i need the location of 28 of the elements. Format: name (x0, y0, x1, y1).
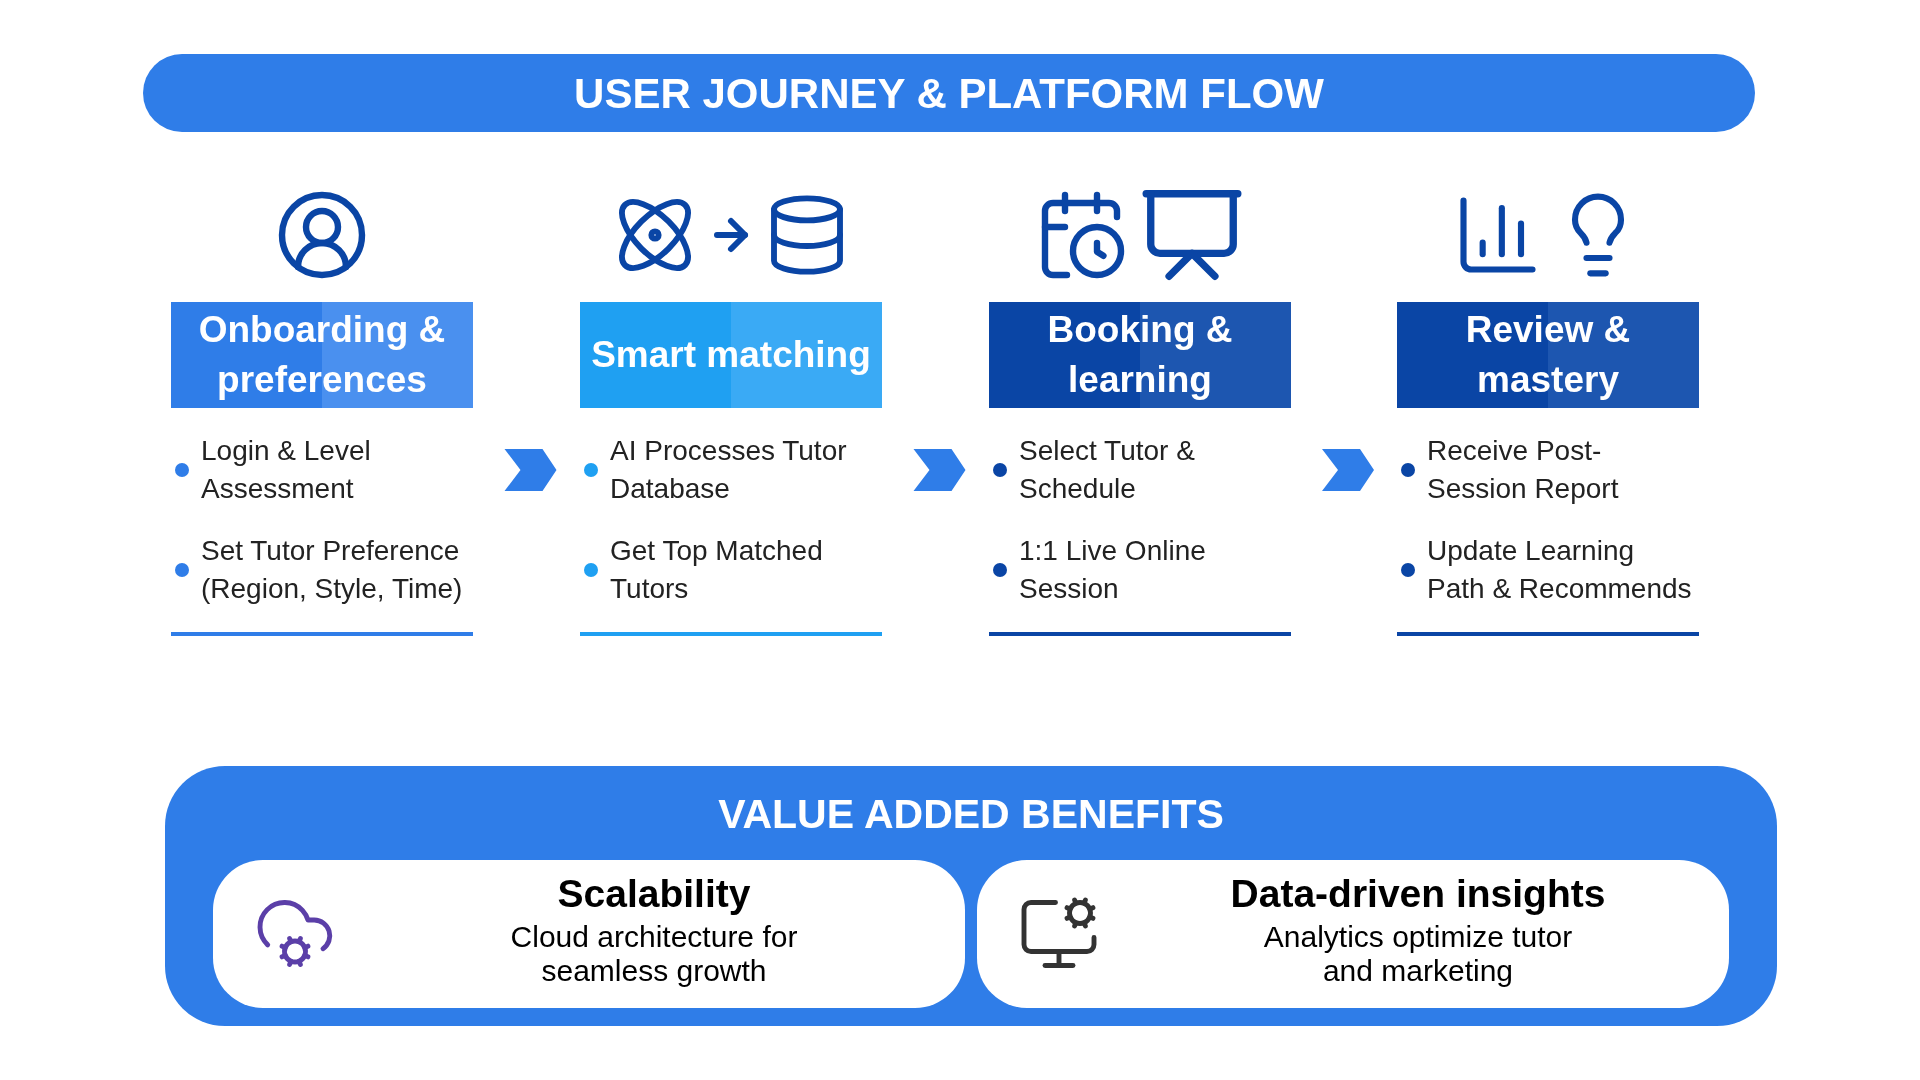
chevron-arrow (1322, 449, 1374, 491)
chevron-arrow (504, 449, 557, 491)
benefit-card (213, 860, 965, 1008)
card-heading: Data-driven insights (1230, 871, 1606, 917)
card-heading: Scalability (557, 871, 751, 917)
bullet-text: Get Top Matched Tutors (610, 534, 824, 606)
bullet-text: Login & Level Assessment (201, 434, 372, 506)
step-column (1397, 302, 1699, 636)
step-header: Onboarding & preferences (171, 302, 473, 408)
benefits-panel (165, 766, 1777, 1026)
bullet-text: Set Tutor Preference (Region, Style, Time) (201, 534, 464, 606)
step-header: Review & mastery (1397, 302, 1699, 408)
bullet-text: AI Processes Tutor Database (610, 434, 848, 506)
chevron-arrow (913, 449, 966, 491)
bullet-text: 1:1 Live Online Session (1019, 534, 1207, 606)
title-banner: USER JOURNEY & PLATFORM FLOW (143, 54, 1755, 132)
step-column (989, 302, 1291, 636)
step-header: Booking & learning (989, 302, 1291, 408)
step-header: Smart matching (580, 302, 882, 408)
bullet-text: Select Tutor & Schedule (1019, 434, 1196, 506)
card-body: Analytics optimize tutor and marketing (1262, 920, 1574, 988)
step-column (171, 302, 473, 636)
bullet-text: Update Learning Path & Recommends (1427, 534, 1693, 606)
card-body: Cloud architecture for seamless growth (509, 920, 799, 988)
panel-heading: VALUE ADDED BENEFITS (717, 790, 1225, 839)
bullet-text: Receive Post-Session Report (1427, 434, 1620, 506)
step-column (580, 302, 882, 636)
benefit-card (977, 860, 1729, 1008)
